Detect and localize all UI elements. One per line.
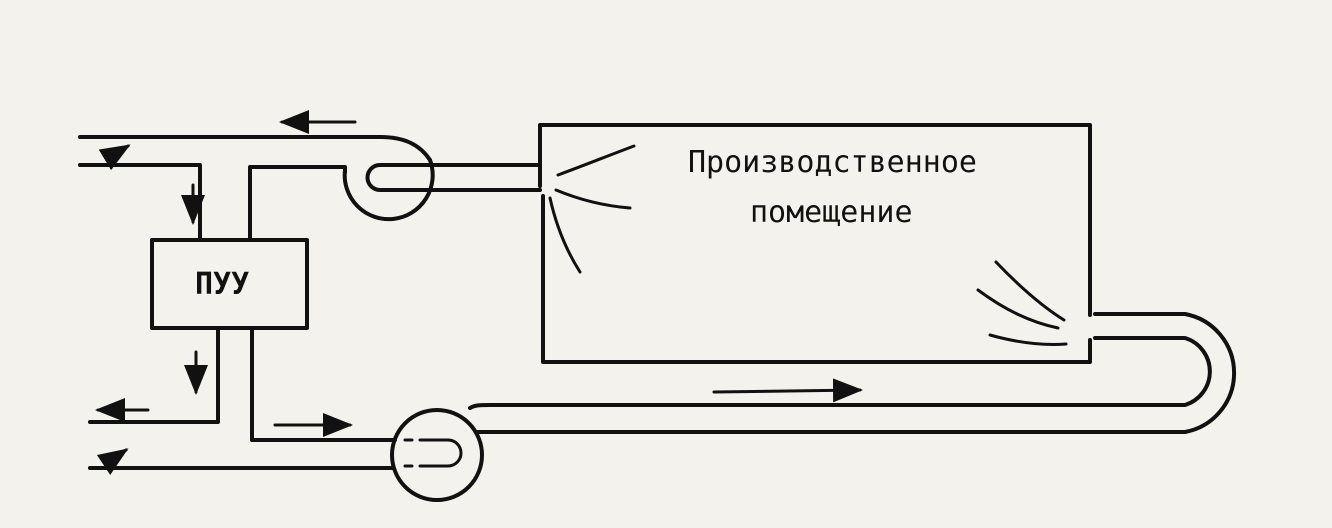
unit-supply-duct <box>248 165 347 242</box>
supply-fan <box>342 158 435 222</box>
flow-arrow-return-duct <box>712 378 863 403</box>
outdoor-air-intake-duct <box>78 135 432 162</box>
unit-exhaust-duct-left <box>88 326 220 424</box>
return-duct-inner <box>468 336 1212 410</box>
supply-jet-lower <box>548 196 582 274</box>
exhaust-jet-2 <box>976 288 1060 330</box>
recirculation-duct-upper <box>78 163 202 242</box>
supply-jet-middle <box>554 188 632 210</box>
unit-exhaust-duct-right <box>250 326 397 442</box>
exhaust-jet-3 <box>988 333 1068 346</box>
control-unit-box <box>150 238 309 330</box>
flow-arrow-intake-upper <box>98 144 131 171</box>
supply-jet-upper <box>556 144 636 177</box>
room-label-line1: Производственное <box>688 145 977 180</box>
exhaust-fan <box>390 408 484 502</box>
exhaust-fan-impeller <box>403 438 463 468</box>
production-room <box>538 123 1092 364</box>
flow-arrow-outdoor-lower <box>96 448 129 475</box>
control-unit-label: ПУУ <box>195 267 249 302</box>
supply-fan-outlet <box>365 163 542 192</box>
room-label-line2: помещение <box>750 195 913 230</box>
return-duct-outer <box>476 312 1237 434</box>
exhaust-jet-1 <box>994 260 1066 322</box>
